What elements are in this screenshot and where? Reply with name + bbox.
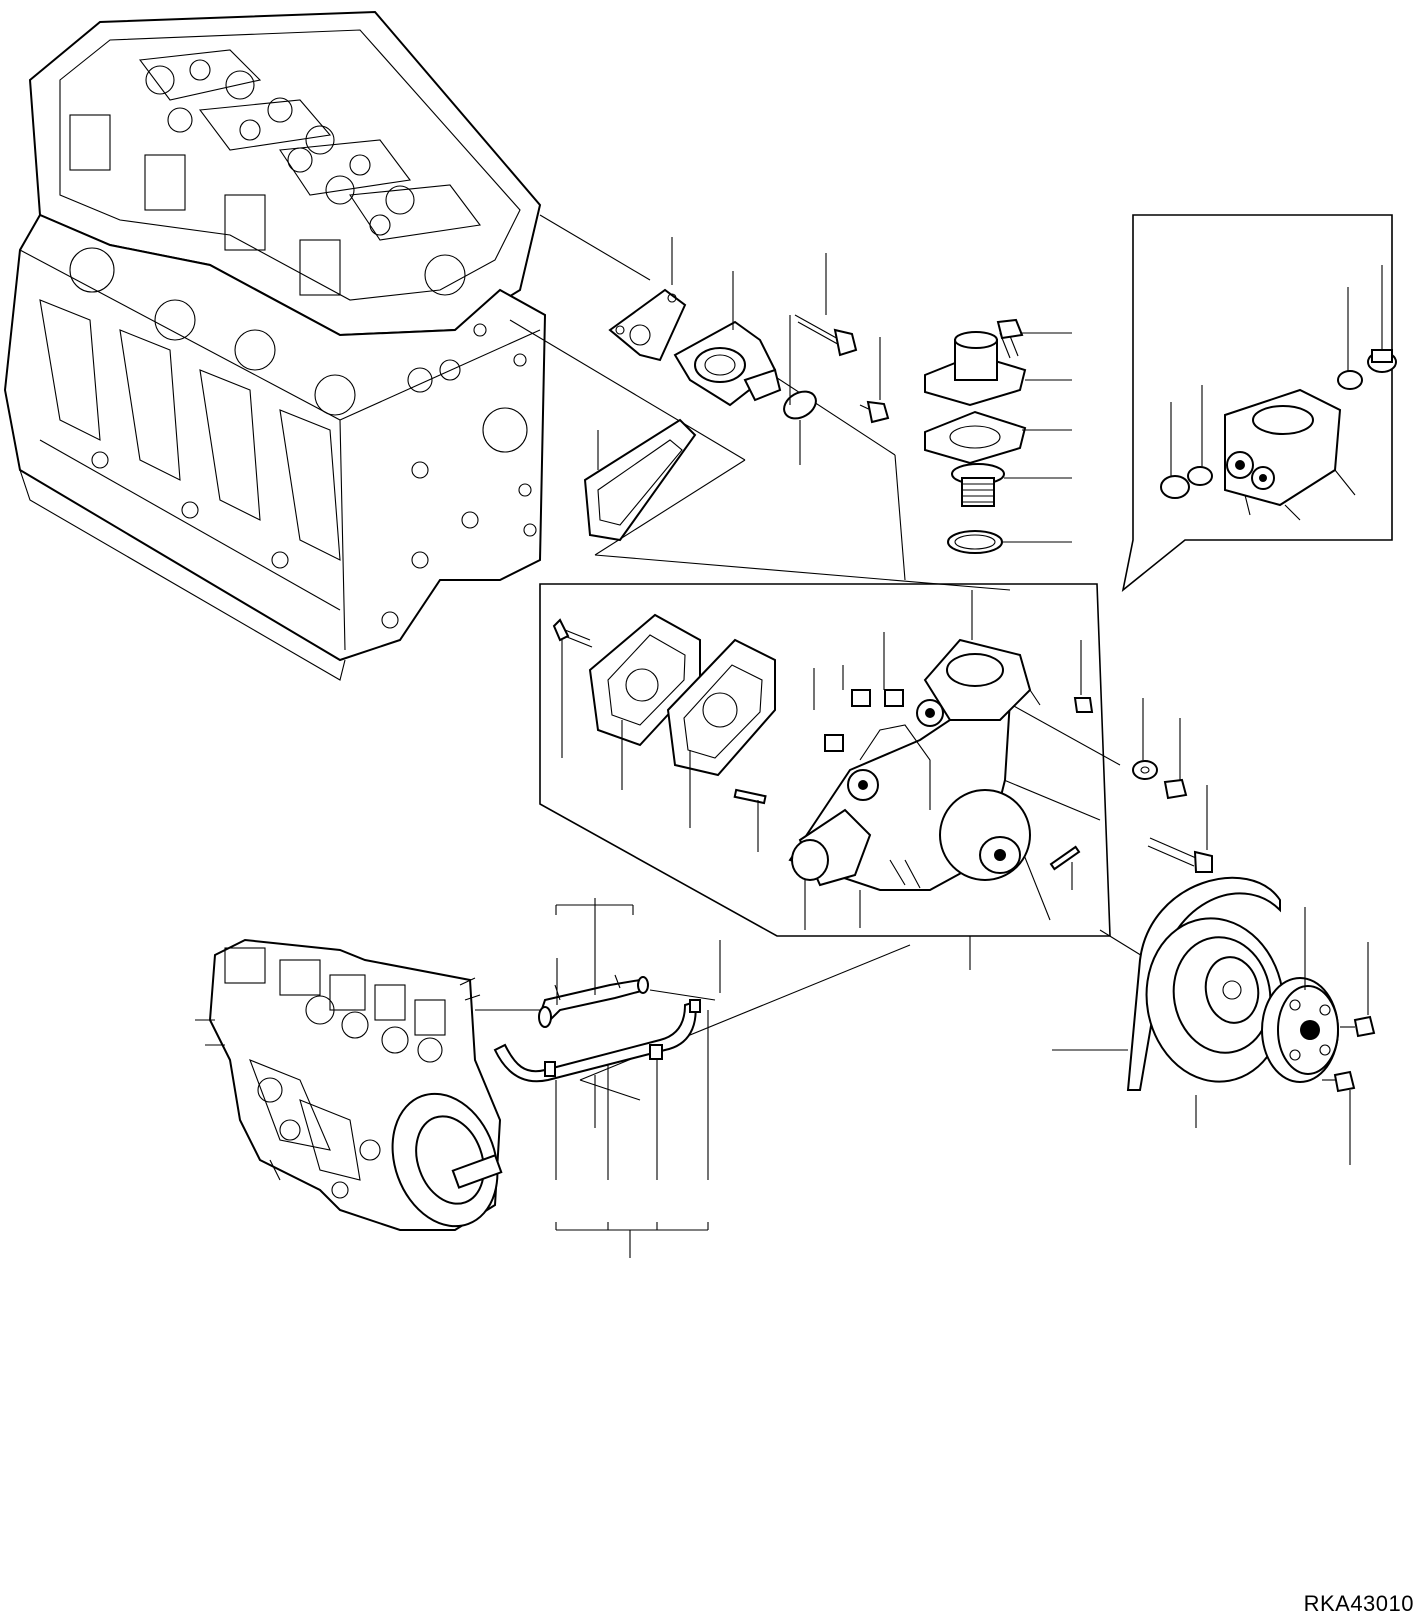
fan-bolt-1 bbox=[1340, 1015, 1376, 1038]
engine-block bbox=[3, 10, 547, 681]
pump-small-parts bbox=[733, 689, 1094, 871]
bolt-upper-1 bbox=[794, 314, 858, 357]
drawing-code: RKA43010 bbox=[1303, 1591, 1414, 1616]
fuel-injection-pump bbox=[195, 938, 503, 1231]
pump-bolt bbox=[552, 618, 593, 648]
water-flange bbox=[673, 320, 782, 407]
fan-bolt-2 bbox=[1322, 1070, 1356, 1093]
callout-leaders bbox=[555, 237, 1369, 1258]
detail-inset bbox=[1121, 214, 1397, 593]
hose-long bbox=[493, 999, 701, 1083]
water-pump-frame bbox=[539, 583, 1111, 937]
water-pump-body bbox=[788, 638, 1041, 891]
bolt-right-1 bbox=[1163, 778, 1188, 800]
long-bolt bbox=[1147, 837, 1213, 873]
thermostat-bolt bbox=[996, 318, 1024, 359]
left-gasket bbox=[583, 418, 697, 542]
pulley bbox=[1145, 917, 1285, 1083]
o-ring-small bbox=[783, 390, 817, 420]
thermostat-gasket bbox=[924, 410, 1027, 465]
bolt-upper-2 bbox=[859, 400, 890, 424]
washer bbox=[1132, 760, 1158, 780]
thermostat bbox=[951, 463, 1005, 507]
fan-spacer bbox=[1261, 977, 1339, 1083]
thermostat-o-ring bbox=[947, 530, 1003, 554]
upper-gasket bbox=[608, 288, 687, 362]
thermostat-cover bbox=[924, 331, 1027, 407]
hose-short bbox=[538, 974, 649, 1028]
pump-gasket-2 bbox=[666, 638, 776, 777]
